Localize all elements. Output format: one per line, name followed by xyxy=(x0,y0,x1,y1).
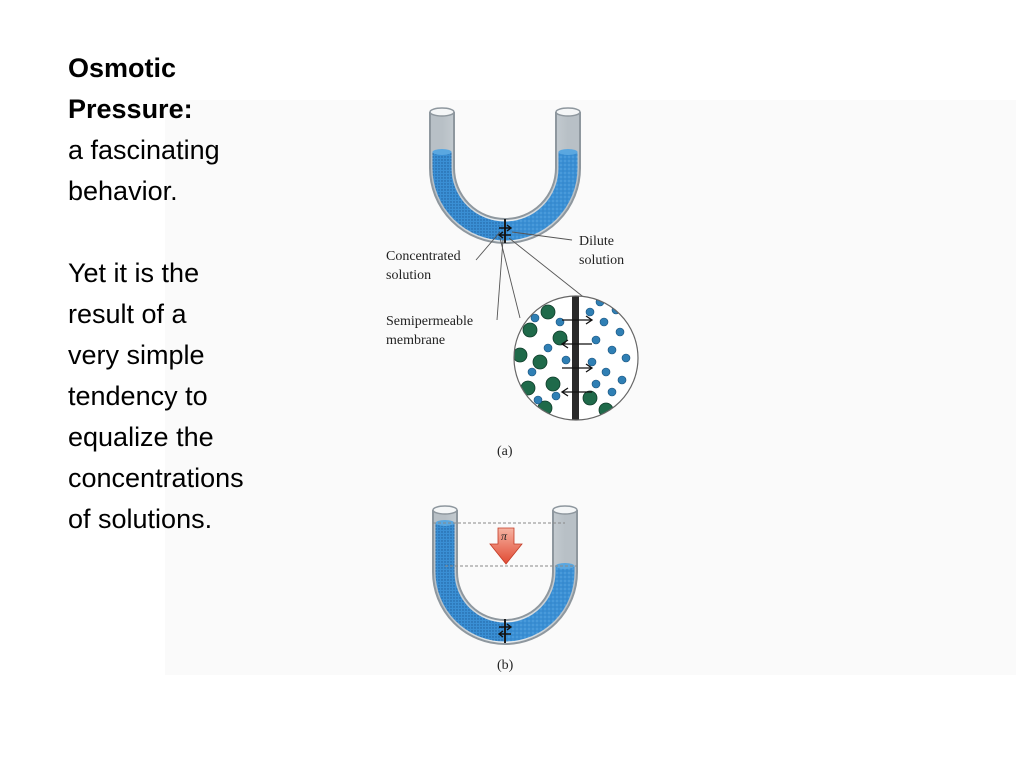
solvent-molecule xyxy=(561,355,571,365)
slide-title-line-2: Pressure: xyxy=(68,94,193,124)
solvent-molecule xyxy=(591,335,601,345)
membrane-bar xyxy=(572,296,579,420)
solvent-molecule xyxy=(607,345,617,355)
label-concentrated: Concentrated solution xyxy=(386,249,461,283)
body-line-6: concentrations xyxy=(68,463,244,493)
label-dilute: Dilute solution xyxy=(579,234,624,268)
body-line-5: equalize the xyxy=(68,422,214,452)
u-tube-a xyxy=(429,107,581,244)
label-membrane: Semipermeable membrane xyxy=(386,314,473,348)
magnified-membrane-view xyxy=(513,295,639,421)
body-line-7: of solutions. xyxy=(68,504,213,534)
label-concentrated-line-2: solution xyxy=(386,268,431,283)
solute-molecule xyxy=(532,354,548,370)
solute-molecule xyxy=(545,376,561,392)
body-line-4: tendency to xyxy=(68,381,208,411)
solvent-molecule xyxy=(533,395,543,405)
solvent-molecule xyxy=(617,375,627,385)
solvent-molecule xyxy=(587,357,597,367)
solvent-molecule xyxy=(530,313,540,323)
solvent-molecule xyxy=(543,343,553,353)
label-membrane-line-1: Semipermeable xyxy=(386,314,473,329)
body-line-1: Yet it is the xyxy=(68,258,200,288)
diffusion-arrow xyxy=(560,387,592,397)
solvent-molecule xyxy=(623,397,633,407)
caption-a: (a) xyxy=(497,444,513,459)
body-line-2: result of a xyxy=(68,299,187,329)
solute-molecule xyxy=(582,390,598,406)
diffusion-arrow xyxy=(562,363,594,373)
solvent-molecule xyxy=(527,367,537,377)
label-concentrated-line-1: Concentrated xyxy=(386,249,461,264)
intro-line-1: a fascinating xyxy=(68,135,220,165)
solvent-molecule xyxy=(615,327,625,337)
body-line-3: very simple xyxy=(68,340,205,370)
slide-text: Osmotic Pressure: a fascinating behavior… xyxy=(68,48,308,540)
label-dilute-line-2: solution xyxy=(579,253,624,268)
solvent-molecule xyxy=(551,391,561,401)
solute-molecule xyxy=(514,347,528,363)
pressure-arrow: π xyxy=(489,527,523,565)
solvent-molecule xyxy=(585,307,595,317)
solute-molecule xyxy=(540,304,556,320)
level-guides xyxy=(433,522,577,567)
caption-b: (b) xyxy=(497,658,514,673)
diffusion-arrow xyxy=(562,315,594,325)
u-tube-b xyxy=(432,505,578,645)
solvent-molecule xyxy=(621,353,631,363)
solvent-molecule xyxy=(601,367,611,377)
label-membrane-line-2: membrane xyxy=(386,333,445,348)
pi-symbol: π xyxy=(501,529,508,543)
slide-title-line-1: Osmotic xyxy=(68,53,177,83)
solute-molecule xyxy=(520,380,536,396)
solvent-molecule xyxy=(599,317,609,327)
solvent-molecule xyxy=(591,379,601,389)
solute-molecule xyxy=(552,330,568,346)
solvent-molecule xyxy=(607,387,617,397)
diffusion-arrow xyxy=(560,339,592,349)
solvent-molecule xyxy=(555,317,565,327)
intro-line-2: behavior. xyxy=(68,176,178,206)
solute-molecule xyxy=(522,322,538,338)
label-dilute-line-1: Dilute xyxy=(579,234,614,249)
